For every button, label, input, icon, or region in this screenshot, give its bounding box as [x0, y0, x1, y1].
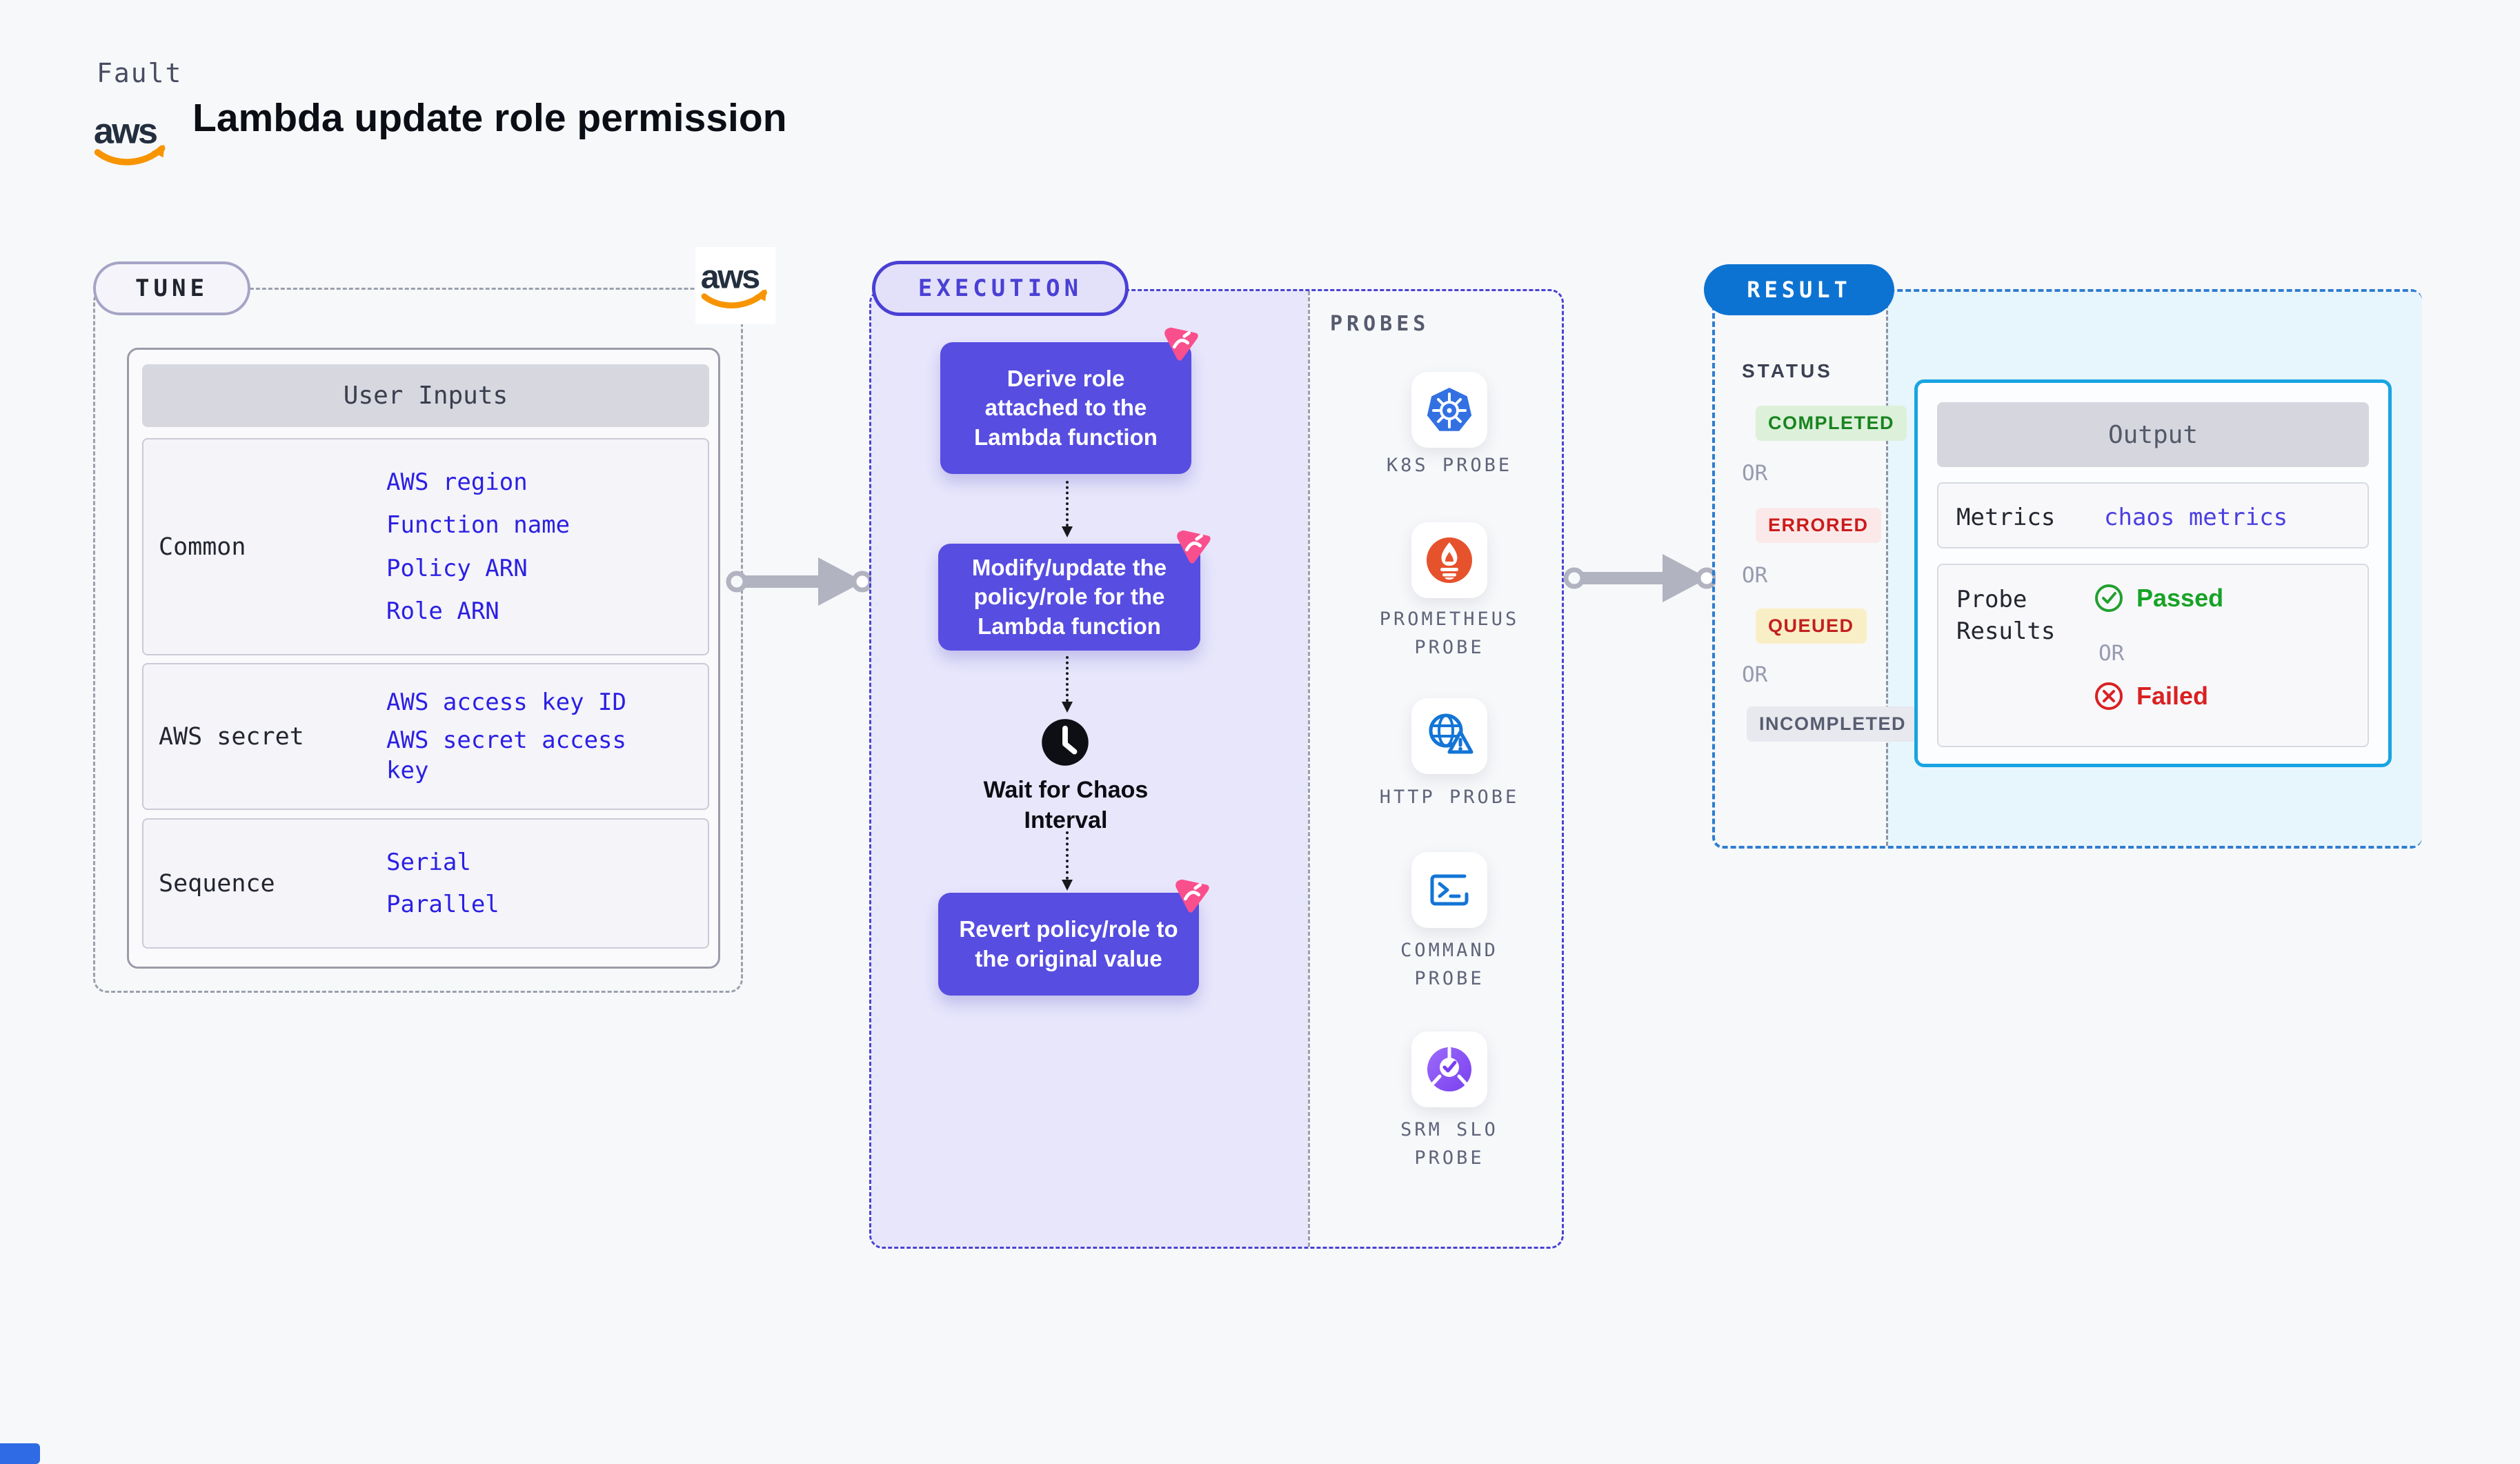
input-link: AWS secret access key: [386, 726, 626, 784]
probe-label: PROMETHEUS PROBE: [1379, 609, 1520, 658]
chaos-icon: [1160, 323, 1200, 363]
row-values: AWS access key ID AWS secret access key: [386, 664, 662, 809]
chaos-icon: [1173, 526, 1213, 566]
probe-card: [1411, 522, 1487, 598]
srm-slo-icon: [1427, 1047, 1471, 1091]
row-label: Common: [159, 533, 246, 561]
input-link: AWS region: [386, 468, 528, 497]
status-badge-queued: QUEUED: [1756, 609, 1867, 644]
table-row: Common AWS region Function name Policy A…: [142, 438, 709, 655]
result-badge: RESULT: [1704, 264, 1894, 315]
probe-card: [1411, 698, 1487, 774]
metrics-row: Metrics chaos metrics: [1937, 482, 2369, 548]
or-label: OR: [1742, 662, 1768, 687]
input-link: AWS access key ID: [386, 688, 626, 716]
command-terminal-icon: [1430, 874, 1469, 906]
input-link: Policy ARN: [386, 554, 528, 582]
metrics-value: chaos metrics: [2104, 504, 2288, 531]
bottom-left-fragment: [0, 1443, 40, 1464]
status-badge-errored: ERRORED: [1756, 508, 1881, 543]
probe-label: SRM SLO PROBE: [1400, 1119, 1498, 1169]
input-link: Function name: [386, 511, 571, 540]
step-modify-policy: Modify/update the policy/role for the La…: [938, 544, 1200, 651]
probe-label: HTTP PROBE: [1379, 787, 1520, 808]
status-badge-incompleted: INCOMPLETED: [1747, 706, 1919, 742]
user-inputs-header: User Inputs: [142, 364, 709, 427]
kubernetes-icon: [1427, 388, 1472, 431]
failed-item: Failed: [2094, 681, 2208, 711]
status-label: STATUS: [1742, 360, 1833, 382]
svg-text:aws: aws: [701, 258, 760, 295]
probe-card: [1411, 1031, 1487, 1107]
row-values: Serial Parallel: [386, 820, 662, 947]
probe-results-row: Probe Results Passed OR Failed: [1937, 564, 2369, 747]
probe-card: [1411, 852, 1487, 928]
probe-label: K8S PROBE: [1386, 455, 1513, 476]
check-circle-icon: [2095, 584, 2123, 612]
x-circle-icon: [2095, 682, 2123, 710]
passed-label: Passed: [2136, 584, 2224, 612]
or-label: OR: [2099, 641, 2125, 666]
probe-label: COMMAND PROBE: [1400, 940, 1498, 989]
tune-container: [93, 288, 743, 993]
svg-text:aws: aws: [94, 112, 157, 152]
passed-item: Passed: [2094, 583, 2223, 613]
or-label: OR: [1742, 461, 1768, 486]
flow-connector: [1062, 656, 1073, 713]
metrics-label: Metrics: [1956, 504, 2056, 531]
output-card: Output Metrics chaos metrics Probe Resul…: [1914, 379, 2392, 767]
step-wait-label: Wait for Chaos Interval: [983, 777, 1149, 833]
page-title: Lambda update role permission: [192, 96, 787, 140]
probe-results-label: Probe Results: [1956, 586, 2056, 645]
row-label: Sequence: [159, 869, 275, 898]
http-globe-warning-icon: [1429, 713, 1474, 754]
fault-kicker: Fault: [97, 58, 183, 88]
flow-connector: [1062, 481, 1073, 537]
arrow-tune-to-execution: [726, 557, 871, 606]
step-derive-role: Derive role attached to the Lambda funct…: [940, 342, 1191, 474]
probes-label: PROBES: [1330, 312, 1430, 336]
aws-logo: aws: [92, 109, 170, 172]
chaos-icon: [1171, 875, 1211, 915]
row-values: AWS region Function name Policy ARN Role…: [386, 439, 662, 654]
clock-icon: [1040, 718, 1090, 767]
prometheus-icon: [1427, 537, 1472, 583]
probe-card: [1411, 372, 1487, 448]
input-link: Role ARN: [386, 597, 499, 625]
table-row: Sequence Serial Parallel: [142, 818, 709, 949]
execution-badge: EXECUTION: [872, 261, 1129, 316]
or-label: OR: [1742, 563, 1768, 588]
status-badge-completed: COMPLETED: [1756, 406, 1907, 441]
user-inputs-card: User Inputs Common AWS region Function n…: [127, 348, 720, 969]
probes-divider: [1308, 291, 1310, 1247]
arrow-execution-to-result: [1563, 554, 1716, 602]
tune-badge: TUNE: [93, 261, 250, 315]
aws-logo-tune: aws: [695, 247, 775, 324]
status-output-divider: [1886, 292, 1888, 846]
input-link: Parallel: [386, 891, 499, 919]
flow-connector: [1062, 831, 1073, 891]
step-revert-policy: Revert policy/role to the original value: [938, 893, 1199, 996]
row-label: AWS secret: [159, 722, 304, 751]
output-header: Output: [1937, 402, 2369, 467]
table-row: AWS secret AWS access key ID AWS secret …: [142, 663, 709, 810]
failed-label: Failed: [2136, 682, 2209, 710]
input-link: Serial: [386, 848, 471, 876]
